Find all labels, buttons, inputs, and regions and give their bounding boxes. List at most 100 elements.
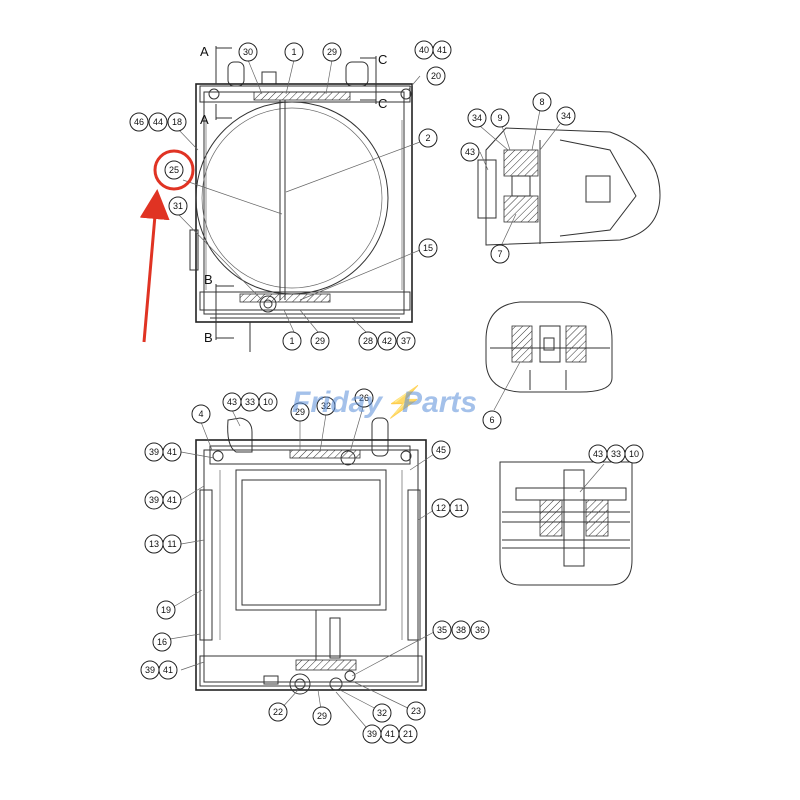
callout-46[interactable]: 46 xyxy=(129,112,149,132)
callout-41a[interactable]: 41 xyxy=(162,442,182,462)
svg-text:34: 34 xyxy=(472,113,482,123)
callout-1b[interactable]: 1 xyxy=(282,331,302,351)
callout-23[interactable]: 23 xyxy=(406,701,426,721)
callout-21[interactable]: 21 xyxy=(398,724,418,744)
callout-32a[interactable]: 32 xyxy=(316,396,336,416)
callout-28[interactable]: 28 xyxy=(358,331,378,351)
callout-43b[interactable]: 43 xyxy=(222,392,242,412)
callout-10b[interactable]: 10 xyxy=(258,392,278,412)
svg-text:30: 30 xyxy=(243,47,253,57)
svg-text:35: 35 xyxy=(437,625,447,635)
callout-8[interactable]: 8 xyxy=(532,92,552,112)
callout-15[interactable]: 15 xyxy=(418,238,438,258)
callout-45[interactable]: 45 xyxy=(431,440,451,460)
svg-text:43: 43 xyxy=(227,397,237,407)
svg-text:39: 39 xyxy=(149,495,159,505)
callout-42[interactable]: 42 xyxy=(377,331,397,351)
svg-text:41: 41 xyxy=(163,665,173,675)
callout-4[interactable]: 4 xyxy=(191,404,211,424)
svg-text:32: 32 xyxy=(377,708,387,718)
callout-10c[interactable]: 10 xyxy=(624,444,644,464)
svg-text:45: 45 xyxy=(436,445,446,455)
callout-32b[interactable]: 32 xyxy=(372,703,392,723)
svg-text:26: 26 xyxy=(359,393,369,403)
callout-35[interactable]: 35 xyxy=(432,620,452,640)
callout-13[interactable]: 13 xyxy=(144,534,164,554)
callout-6[interactable]: 6 xyxy=(482,410,502,430)
callout-39b[interactable]: 39 xyxy=(144,490,164,510)
svg-text:38: 38 xyxy=(456,625,466,635)
callout-33b[interactable]: 33 xyxy=(240,392,260,412)
callout-41b[interactable]: 41 xyxy=(162,490,182,510)
callout-34b[interactable]: 34 xyxy=(556,106,576,126)
svg-text:18: 18 xyxy=(172,117,182,127)
callout-11a[interactable]: 11 xyxy=(449,498,469,518)
svg-text:42: 42 xyxy=(382,336,392,346)
detail-view-a xyxy=(477,109,661,246)
callout-30[interactable]: 30 xyxy=(238,42,258,62)
callout-41d[interactable]: 41 xyxy=(380,724,400,744)
svg-text:12: 12 xyxy=(436,503,446,513)
callout-9[interactable]: 9 xyxy=(490,108,510,128)
svg-text:41: 41 xyxy=(437,45,447,55)
callout-38[interactable]: 38 xyxy=(451,620,471,640)
highlight-circle xyxy=(153,149,195,191)
callout-26[interactable]: 26 xyxy=(354,388,374,408)
callout-36[interactable]: 36 xyxy=(470,620,490,640)
callout-39d[interactable]: 39 xyxy=(362,724,382,744)
callout-44[interactable]: 44 xyxy=(148,112,168,132)
callout-25[interactable]: 25 xyxy=(164,160,184,180)
svg-text:29: 29 xyxy=(327,47,337,57)
svg-text:10: 10 xyxy=(629,449,639,459)
callout-29b[interactable]: 29 xyxy=(310,331,330,351)
callout-29[interactable]: 29 xyxy=(322,42,342,62)
callout-2[interactable]: 2 xyxy=(418,128,438,148)
svg-text:41: 41 xyxy=(167,447,177,457)
callout-39c[interactable]: 39 xyxy=(140,660,160,680)
callout-40[interactable]: 40 xyxy=(414,40,434,60)
callout-18[interactable]: 18 xyxy=(167,112,187,132)
callout-12[interactable]: 12 xyxy=(431,498,451,518)
callout-1[interactable]: 1 xyxy=(284,42,304,62)
callout-29c[interactable]: 29 xyxy=(290,402,310,422)
svg-text:33: 33 xyxy=(611,449,621,459)
bottom-view xyxy=(163,403,441,735)
svg-text:41: 41 xyxy=(385,729,395,739)
svg-text:46: 46 xyxy=(134,117,144,127)
svg-text:31: 31 xyxy=(173,201,183,211)
callout-7[interactable]: 7 xyxy=(490,244,510,264)
callout-41[interactable]: 41 xyxy=(432,40,452,60)
svg-text:21: 21 xyxy=(403,729,413,739)
section-label-a-bottom: A xyxy=(200,112,209,127)
svg-text:10: 10 xyxy=(263,397,273,407)
callout-37[interactable]: 37 xyxy=(396,331,416,351)
svg-text:39: 39 xyxy=(149,447,159,457)
svg-text:40: 40 xyxy=(419,45,429,55)
callout-29d[interactable]: 29 xyxy=(312,706,332,726)
svg-text:11: 11 xyxy=(167,539,176,549)
callout-34a[interactable]: 34 xyxy=(467,108,487,128)
callout-20[interactable]: 20 xyxy=(426,66,446,86)
svg-text:16: 16 xyxy=(157,637,167,647)
callout-19[interactable]: 19 xyxy=(156,600,176,620)
section-label-c-bottom: C xyxy=(378,96,387,111)
highlight-arrow xyxy=(139,189,170,343)
callout-41c[interactable]: 41 xyxy=(158,660,178,680)
watermark-part1: Friday xyxy=(292,386,383,419)
callout-11b[interactable]: 11 xyxy=(162,534,182,554)
detail-view-b xyxy=(485,301,613,411)
callout-22[interactable]: 22 xyxy=(268,702,288,722)
callout-31[interactable]: 31 xyxy=(168,196,188,216)
callout-39a[interactable]: 39 xyxy=(144,442,164,462)
svg-text:7: 7 xyxy=(497,249,502,259)
svg-text:1: 1 xyxy=(291,47,296,57)
svg-text:15: 15 xyxy=(423,243,433,253)
callout-33c[interactable]: 33 xyxy=(606,444,626,464)
svg-text:23: 23 xyxy=(411,706,421,716)
callout-43c[interactable]: 43 xyxy=(588,444,608,464)
callout-16[interactable]: 16 xyxy=(152,632,172,652)
callout-43a[interactable]: 43 xyxy=(460,142,480,162)
svg-text:9: 9 xyxy=(497,113,502,123)
